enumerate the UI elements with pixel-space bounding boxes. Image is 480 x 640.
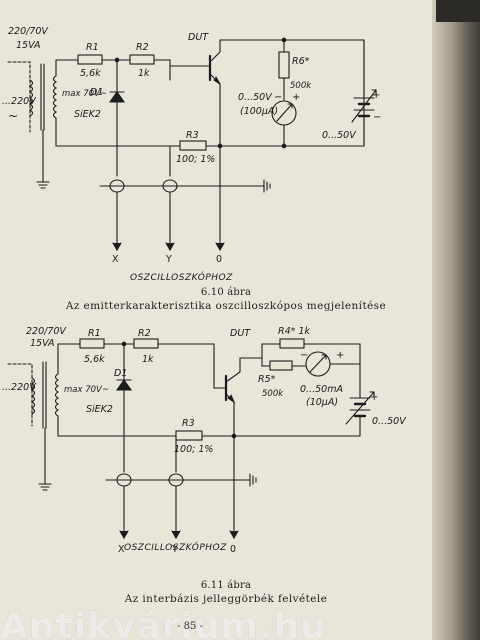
svg-text:−: − xyxy=(300,350,308,361)
label-meter-range-2: 0...50mA xyxy=(300,384,343,395)
svg-text:−: − xyxy=(274,92,282,103)
label-meter-range: 0...50V xyxy=(238,92,273,103)
label-transformer-rating: 220/70V xyxy=(8,26,49,37)
resistor-r2-2 xyxy=(133,338,159,349)
label-zero-2: 0 xyxy=(230,544,236,555)
book-spine-shadow xyxy=(432,0,480,640)
label-mains-symbol: ~ xyxy=(8,109,18,123)
ground-symbol xyxy=(36,129,50,189)
book-spine-top xyxy=(436,0,480,22)
book-page xyxy=(0,0,452,640)
label-secondary-2: max 70V~ xyxy=(64,385,109,395)
svg-text:+: + xyxy=(370,392,378,403)
svg-text:+: + xyxy=(292,92,300,103)
label-r2-2: R2 xyxy=(138,328,151,339)
label-r3-value: 100; 1% xyxy=(176,154,215,165)
watermark-text: Antikvárium.hu xyxy=(0,606,327,640)
figure-number-6-11: 6.11 ábra xyxy=(200,580,252,591)
transformer-core xyxy=(40,63,45,131)
resistor-r1-2 xyxy=(79,338,105,349)
label-y-2: Y xyxy=(171,544,178,555)
label-input-voltage-2: ...220V xyxy=(2,382,37,393)
label-transformer-rating-2: 220/70V xyxy=(26,326,67,337)
oscilloscope-connector-2 xyxy=(105,435,257,540)
label-transformer-va: 15VA xyxy=(16,40,40,51)
oscilloscope-connector xyxy=(99,145,271,252)
label-r1: R1 xyxy=(86,42,99,53)
circuit-diagrams: 220/70V 15VA ...220V ~ max 70V~ R1 5,6k … xyxy=(2,26,407,555)
label-supply: 0...50V xyxy=(322,130,357,141)
label-d1-type: SiEK2 xyxy=(74,109,101,120)
label-transformer-va-2: 15VA xyxy=(30,338,54,349)
label-r6: R6* xyxy=(292,56,310,67)
label-r5-value: 500k xyxy=(262,389,284,399)
label-r4: R4* 1k xyxy=(278,326,310,337)
svg-text:−: − xyxy=(373,112,381,123)
resistor-r2 xyxy=(129,54,155,65)
resistor-r5 xyxy=(269,360,293,371)
label-r6-value: 500k xyxy=(290,81,312,91)
label-r2-value-2: 1k xyxy=(142,354,154,365)
transformer-secondary-coil xyxy=(52,75,58,119)
svg-text:+: + xyxy=(336,350,344,361)
label-x: X xyxy=(112,254,119,265)
label-dut-2: DUT xyxy=(230,328,251,339)
label-r2: R2 xyxy=(136,42,149,53)
transistor-dut-2 xyxy=(213,357,241,437)
transformer-secondary-coil-2 xyxy=(54,373,60,417)
figure-number-6-10: 6.10 ábra xyxy=(200,287,252,298)
label-d1: D1 xyxy=(90,87,103,98)
resistor-r3 xyxy=(179,140,207,151)
transformer-core-2 xyxy=(42,361,47,429)
circuit-diagram-6-10 xyxy=(7,37,377,252)
label-r1-value-2: 5,6k xyxy=(84,354,105,365)
label-meter-current: (100μA) xyxy=(240,106,278,117)
ground-symbol-2 xyxy=(38,427,52,491)
label-r3-value-2: 100; 1% xyxy=(174,444,213,455)
label-r3-2: R3 xyxy=(182,418,195,429)
resistor-r1 xyxy=(77,54,103,65)
variable-dc-supply-2 xyxy=(233,391,375,437)
label-secondary: max 70V~ xyxy=(62,89,107,99)
circuit-diagram-6-11 xyxy=(7,338,375,540)
label-r2-value: 1k xyxy=(138,68,150,79)
label-supply-2: 0...50V xyxy=(372,416,407,427)
label-r3: R3 xyxy=(186,130,199,141)
page-number: - 85 - xyxy=(177,621,203,632)
resistor-r4 xyxy=(279,338,305,349)
label-to-scope: OSZCILLOSZKÓPHOZ xyxy=(130,271,233,283)
label-y: Y xyxy=(165,254,172,265)
variable-dc-supply xyxy=(351,39,377,147)
figure-caption-6-10: Az emitterkarakterisztika oszcilloszkópo… xyxy=(65,300,387,312)
label-zero: 0 xyxy=(216,254,222,265)
ammeter xyxy=(305,351,331,377)
label-d1-type-2: SiEK2 xyxy=(86,404,113,415)
label-input-voltage: ...220V xyxy=(2,96,37,107)
label-meter-current-2: (10μA) xyxy=(306,397,338,408)
diode-d1-2 xyxy=(115,379,133,391)
transformer-primary-coil xyxy=(28,79,34,117)
diode-d1 xyxy=(108,91,126,103)
transformer-primary-coil-2 xyxy=(30,377,36,415)
label-d1-2: D1 xyxy=(114,368,127,379)
label-to-scope-2: OSZCILLOSZKÓPHOZ xyxy=(124,541,227,553)
label-dut: DUT xyxy=(188,32,209,43)
figure-caption-6-11: Az interbázis jelleggörbék felvétele xyxy=(124,593,328,605)
label-r1-2: R1 xyxy=(88,328,101,339)
label-r1-value: 5,6k xyxy=(80,68,101,79)
transistor-dut xyxy=(169,39,221,147)
resistor-r6 xyxy=(278,51,290,79)
label-r5: R5* xyxy=(258,374,276,385)
label-x-2: X xyxy=(118,544,125,555)
resistor-r3-2 xyxy=(175,430,203,441)
svg-text:+: + xyxy=(372,90,380,101)
